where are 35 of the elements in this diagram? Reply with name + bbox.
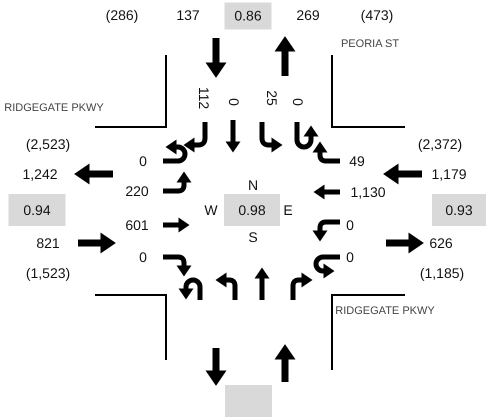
peak-hour-factor: 0.98 (224, 194, 280, 226)
volume-value: 601 (125, 217, 149, 233)
volume-value: 0 (346, 217, 354, 233)
volume-value: 1,130 (350, 184, 386, 200)
compass-letter: N (248, 177, 258, 193)
volume-value: 112 (196, 86, 212, 110)
volume-value: 1,242 (22, 166, 58, 182)
compass-letter: E (283, 202, 293, 218)
volume-value: 0 (139, 153, 147, 169)
volume-value: 220 (125, 183, 149, 199)
daily-volume: (286) (106, 7, 138, 23)
volume-value: 137 (176, 7, 200, 23)
volume-value: 0 (290, 98, 306, 106)
daily-volume: (2,372) (418, 136, 462, 152)
volume-value: 49 (349, 153, 365, 169)
street-name: RIDGEGATE PKWY (4, 101, 104, 116)
street-name: RIDGEGATE PKWY (335, 304, 435, 319)
volume-value: 0 (346, 249, 354, 265)
volume-value: 821 (36, 235, 60, 251)
volume-value: 25 (264, 90, 280, 106)
daily-volume: (1,523) (26, 265, 70, 281)
volume-value: 0 (139, 249, 147, 265)
daily-volume: (473) (360, 7, 394, 23)
volume-value: 269 (296, 7, 320, 23)
compass-letter: W (204, 202, 218, 218)
peak-hour-factor: 0.93 (432, 194, 486, 226)
peak-hour-factor: 0.86 (224, 2, 272, 30)
volume-value: 626 (429, 235, 453, 251)
daily-volume: (1,185) (420, 265, 464, 281)
volume-value: 1,179 (431, 166, 467, 182)
daily-volume: (2,523) (26, 136, 70, 152)
street-name: PEORIA ST (340, 37, 400, 52)
compass-letter: S (248, 229, 258, 245)
peak-hour-factor: 0.94 (8, 194, 66, 226)
volume-value: 0 (226, 98, 242, 106)
